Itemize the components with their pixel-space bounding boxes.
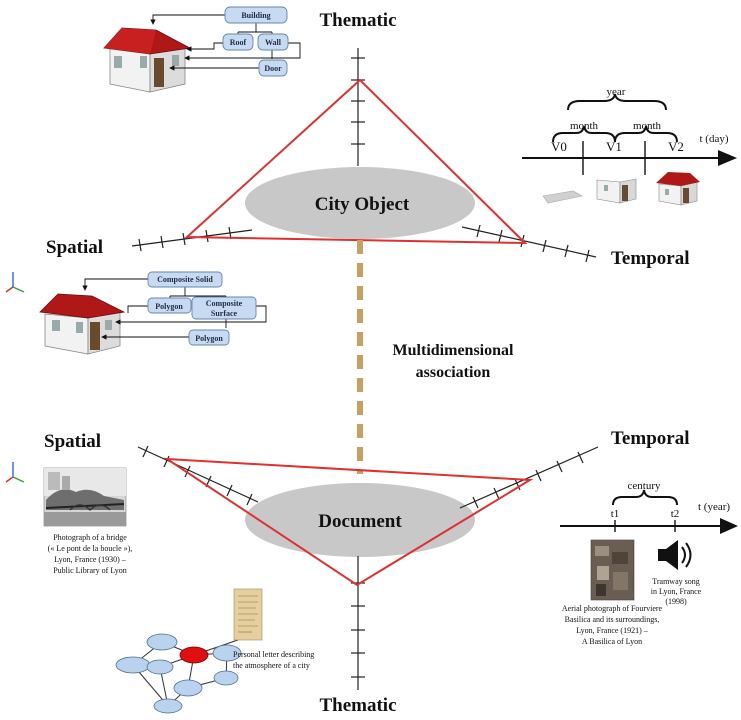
roof-box xyxy=(222,33,254,51)
building-box-label: Building xyxy=(241,11,270,20)
document-ellipse xyxy=(245,483,475,557)
city-timeline: V0 V1 V2 t (day) month month year xyxy=(522,86,737,206)
spatial-axis-bottom xyxy=(137,446,259,503)
letter-caption-2: the atmosphere of a city xyxy=(233,661,310,670)
tramway-caption-1: Tramway song xyxy=(652,577,699,586)
aerial-caption-4: A Basilica of Lyon xyxy=(582,637,642,646)
thematic-hierarchy: Building Roof Wall Door xyxy=(103,6,301,93)
spatial-hierarchy: Composite Solid Polygon Composite Surfac… xyxy=(5,271,267,355)
polygon-box-1-label: Polygon xyxy=(155,302,183,311)
version-v1-house xyxy=(596,178,637,204)
document-label: Document xyxy=(318,511,402,532)
thematic-graph: Personal letter describing the atmospher… xyxy=(115,588,314,714)
city-timeline-axis-label: t (day) xyxy=(699,133,728,145)
aerial-photograph xyxy=(590,539,635,601)
graph-node xyxy=(115,656,151,674)
month-brace-2 xyxy=(614,125,678,143)
graph-node xyxy=(146,659,174,675)
association-label-line2: association xyxy=(416,364,491,381)
document-timeline: t1 t2 t (year) century Aerial photograph… xyxy=(560,480,738,646)
year-label: year xyxy=(607,86,626,98)
year-brace xyxy=(567,93,667,111)
temporal-axis-bottom-ticks xyxy=(472,451,584,509)
temporal-label-top: Temporal xyxy=(611,248,689,269)
document-group: Document xyxy=(137,445,599,690)
letter-image xyxy=(233,588,263,641)
tramway-caption-3: (1998) xyxy=(665,597,687,606)
coordinate-axes-icon xyxy=(5,272,25,293)
bridge-photograph xyxy=(43,467,127,527)
temporal-axis-top-ticks xyxy=(476,224,590,263)
polygon-box-2 xyxy=(188,329,230,346)
month-label-1: month xyxy=(570,120,599,132)
composite-surface-box xyxy=(191,296,257,320)
tramway-caption-2: in Lyon, France xyxy=(651,587,702,596)
composite-surface-label-1: Composite xyxy=(206,299,243,308)
city-object-group: City Object xyxy=(131,48,597,263)
house-illustration-top xyxy=(103,27,192,93)
graph-node xyxy=(213,670,239,686)
bridge-caption-1: Photograph of a bridge xyxy=(53,533,127,542)
graph-node xyxy=(153,698,183,714)
polygon-box-1 xyxy=(147,297,192,314)
aerial-caption-1: Aerial photograph of Fourviere xyxy=(562,604,663,613)
v2-label: V2 xyxy=(668,139,684,154)
version-v0-footprint xyxy=(542,190,583,204)
thematic-label-top: Thematic xyxy=(319,10,396,31)
graph-node xyxy=(173,679,203,697)
doc-timeline-axis-label: t (year) xyxy=(698,501,730,513)
temporal-label-bottom: Temporal xyxy=(611,428,689,449)
door-box-label: Door xyxy=(264,64,282,73)
bridge-caption-4: Public Library of Lyon xyxy=(53,566,127,575)
city-object-triangle xyxy=(184,78,528,245)
month-label-2: month xyxy=(633,120,662,132)
roof-box-label: Roof xyxy=(230,38,247,47)
building-box xyxy=(224,6,288,24)
letter-caption-1: Personal letter describing xyxy=(233,650,314,659)
bridge-caption-3: Lyon, France (1930) – xyxy=(54,555,127,564)
city-object-label: City Object xyxy=(315,194,410,215)
composite-solid-box xyxy=(147,271,223,288)
polygon-box-2-label: Polygon xyxy=(195,334,223,343)
spatial-axis-bottom-ticks xyxy=(142,445,253,506)
aerial-caption-2: Basilica and its surroundings, xyxy=(565,615,660,624)
doc-timeline-arrowhead xyxy=(720,518,738,534)
century-brace xyxy=(612,489,678,506)
city-timeline-arrowhead xyxy=(718,150,737,166)
composite-solid-label: Composite Solid xyxy=(157,275,213,284)
association-label-line1: Multidimensional xyxy=(393,342,514,359)
house-illustration-middle xyxy=(39,293,126,355)
door-box xyxy=(258,59,288,77)
thematic-axis-top-ticks xyxy=(351,57,365,145)
v0-label: V0 xyxy=(551,139,567,154)
temporal-axis-bottom xyxy=(459,446,599,509)
temporal-axis-top xyxy=(461,226,597,258)
wall-box xyxy=(257,33,289,51)
speaker-icon xyxy=(658,540,692,570)
coordinate-axes-icon-bottom xyxy=(5,462,25,483)
composite-surface-label-2: Surface xyxy=(211,309,238,318)
wall-box-label: Wall xyxy=(265,38,282,47)
t2-label: t2 xyxy=(671,508,680,520)
thematic-label-bottom: Thematic xyxy=(319,695,396,716)
bridge-photo-group: Photograph of a bridge (« Le pont de la … xyxy=(5,462,133,575)
graph-node xyxy=(146,633,178,651)
graph-node xyxy=(212,644,242,662)
version-v2-house xyxy=(656,172,700,206)
t1-label: t1 xyxy=(611,508,620,520)
spatial-label-bottom: Spatial xyxy=(44,431,101,452)
city-object-ellipse xyxy=(245,167,475,239)
aerial-caption-3: Lyon, France (1921) – xyxy=(576,626,649,635)
graph-node-highlighted xyxy=(179,646,209,664)
v1-label: V1 xyxy=(606,139,622,154)
century-label: century xyxy=(628,480,661,492)
month-brace-1 xyxy=(552,125,616,143)
bridge-caption-2: (« Le pont de la boucle »), xyxy=(48,544,133,553)
document-triangle xyxy=(163,457,534,587)
spatial-label-top: Spatial xyxy=(46,237,103,258)
